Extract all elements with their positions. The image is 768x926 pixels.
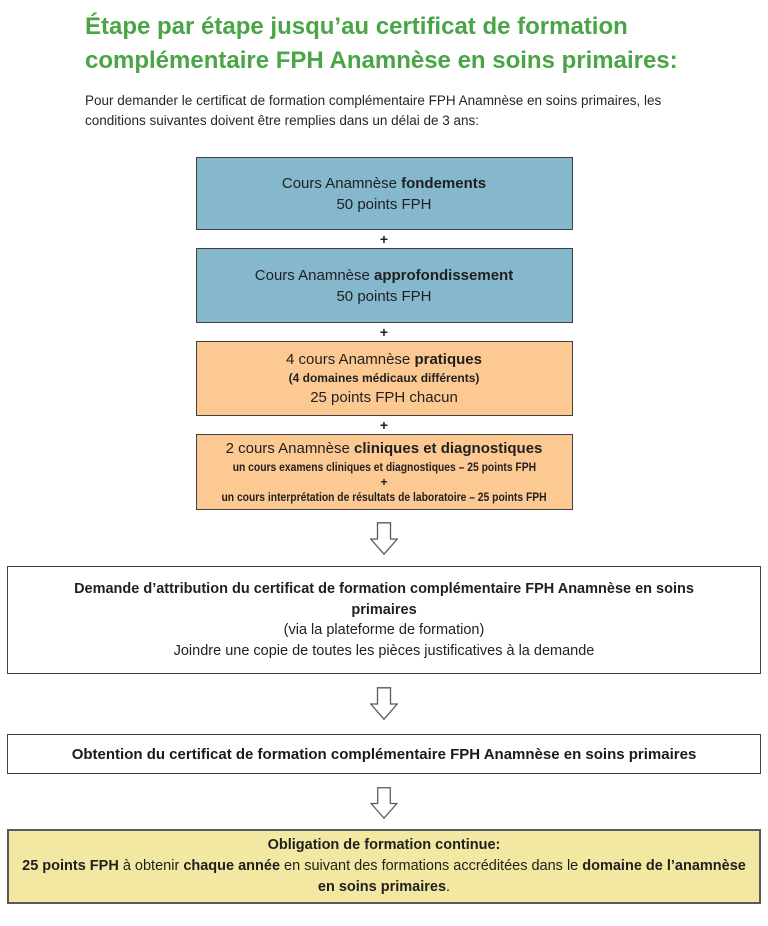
request-box: Demande d’attribution du certificat de f… [7,566,761,674]
course-box-approfondissement: Cours Anamnèse approfondissement 50 poin… [195,248,573,323]
plus-inline: + [380,475,388,489]
request-title: Demande d’attribution du certificat de f… [74,581,694,618]
course-box-line: Cours Anamnèse fondements [281,174,487,192]
course-box-fondements: Cours Anamnèse fondements 50 points FPH [195,157,573,230]
obligation-title: Obligation de formation continue: [267,837,501,853]
course-requirements-stack: Cours Anamnèse fondements 50 points FPH … [195,157,573,510]
course-box-detail: un cours examens cliniques et diagnostiq… [232,460,536,474]
plus-separator: + [379,417,389,433]
course-box-line: 2 cours Anamnèse cliniques et diagnostiq… [225,440,543,457]
course-box-line: 4 cours Anamnèse pratiques [286,351,482,368]
course-box-detail: un cours interprétation de résultats de … [221,490,547,504]
course-box-points: 25 points FPH chacun [310,389,458,406]
request-platform-note: (via la plateforme de formation) [283,622,485,638]
course-box-line: Cours Anamnèse approfondissement [254,266,514,284]
course-box-points: 50 points FPH [336,195,432,213]
page-title: Étape par étape jusqu’au certificat de f… [85,13,678,74]
document-page: Étape par étape jusqu’au certificat de f… [0,10,768,904]
obtain-label: Obtention du certificat de formation com… [71,745,697,763]
down-arrow-icon [370,522,398,555]
flow-arrow-section [0,787,768,819]
course-box-note: (4 domaines médicaux différents) [288,371,480,385]
down-arrow-icon [370,687,398,720]
down-arrow-icon [370,787,398,819]
obligation-box: Obligation de formation continue: 25 poi… [7,829,761,904]
course-box-points: 50 points FPH [336,287,432,305]
flow-arrow-section [0,522,768,555]
request-attachments-note: Joindre une copie de toutes les pièces j… [173,642,595,659]
obligation-detail: 25 points FPH à obtenir chaque année en … [22,858,746,895]
intro-paragraph: Pour demander le certificat de formation… [85,93,662,128]
flow-arrow-section [0,687,768,720]
obtain-box: Obtention du certificat de formation com… [7,734,761,774]
plus-separator: + [379,231,389,247]
course-box-pratiques: 4 cours Anamnèse pratiques (4 domaines m… [195,341,573,416]
plus-separator: + [379,324,389,340]
course-box-cliniques-diagnostiques: 2 cours Anamnèse cliniques et diagnostiq… [195,434,573,510]
